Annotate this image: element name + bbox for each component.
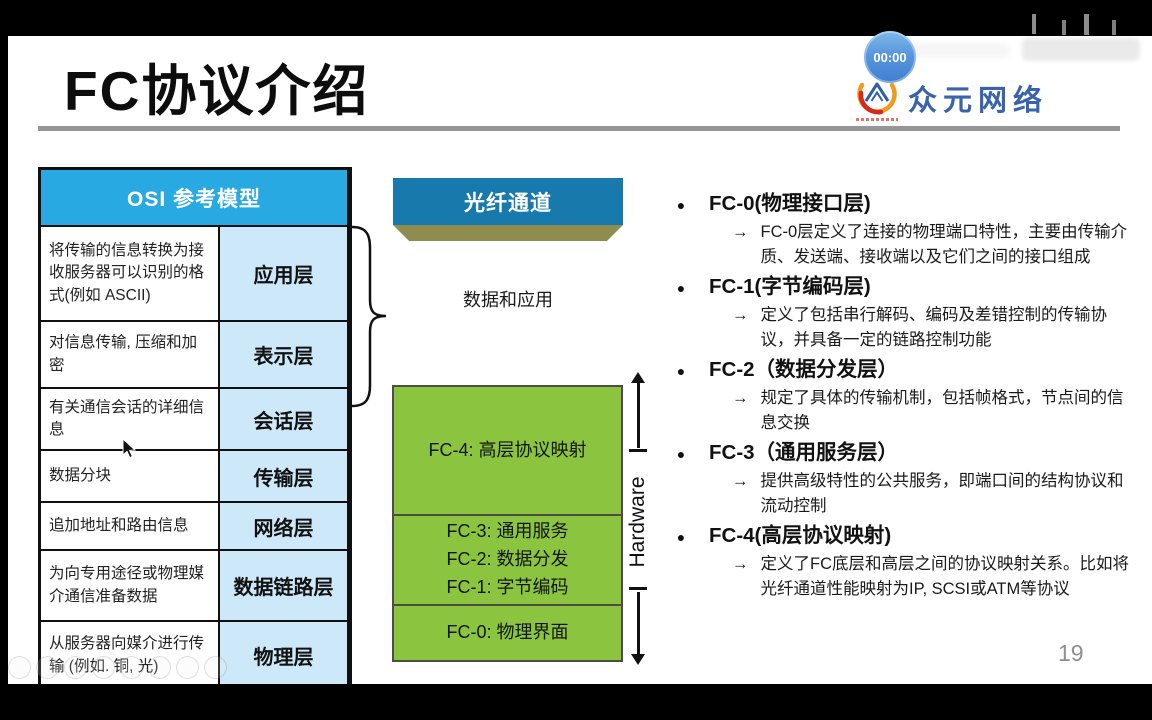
- bullet-detail: FC-0层定义了连接的物理端口特性，主要由传输介质、发送端、接收端以及它们之间的…: [760, 223, 1128, 266]
- fc1-label: FC-1: 字节编码: [446, 576, 569, 597]
- fc-data-label: 数据和应用: [463, 290, 553, 310]
- hardware-arrow-line: [637, 382, 640, 448]
- bullet-icon: ●: [676, 363, 686, 379]
- bullet-item: ● FC-4(高层协议映射) → 定义了FC底层和高层之间的协议映射关系。比如将光纤…: [668, 522, 1146, 602]
- company-logo-name: 众元网络: [908, 85, 1049, 117]
- fc3-label: FC-3: 通用服务: [446, 521, 569, 542]
- osi-row-layer: 表示层: [220, 322, 347, 387]
- osi-row-layer: 数据链路层: [220, 551, 347, 620]
- hardware-arrow-line: [637, 592, 640, 654]
- fc-column-header: 光纤通道: [393, 178, 623, 225]
- osi-row-desc: 有关通信会话的详细信息: [41, 389, 218, 449]
- bullet-item: ● FC-1(字节编码层) → 定义了包括串行解码、编码及差错控制的传输协议，并具备…: [668, 273, 1146, 353]
- fc-layer-bullet-list: ● FC-0(物理接口层) → FC-0层定义了连接的物理端口特性，主要由传输介质、…: [668, 190, 1146, 605]
- letterbox-bottom-bar: [0, 684, 1152, 720]
- fc4-label: FC-4: 高层协议映射: [428, 439, 587, 460]
- osi-row-desc: 为向专用途径或物理媒介通信准备数据: [41, 551, 218, 620]
- osi-row-layer: 物理层: [220, 622, 347, 689]
- bullet-item: ● FC-3（通用服务层） → 提供高级特性的公共服务，即端口间的结构协议和流动控制: [668, 439, 1146, 519]
- bullet-detail: 规定了具体的传输机制，包括帧格式，节点间的信息交换: [760, 389, 1124, 432]
- watermark-mark: [1062, 20, 1066, 35]
- title-underline: [38, 126, 1120, 131]
- bullet-detail: 定义了FC底层和高层之间的协议映射关系。比如将光纤通道性能映射为IP, SCSI…: [760, 555, 1130, 598]
- arrow-up-icon: [631, 372, 645, 383]
- arrow-right-icon: →: [732, 472, 749, 490]
- arrow-right-icon: →: [732, 555, 749, 573]
- page-title: FC协议介绍: [64, 60, 370, 122]
- annotation-tool-button[interactable]: [120, 656, 143, 679]
- fc0-label: FC-0: 物理界面: [446, 622, 569, 643]
- timer-badge: 00:00: [864, 31, 916, 83]
- bullet-icon: ●: [676, 197, 686, 213]
- mouse-cursor: [122, 437, 138, 465]
- bullet-icon: ●: [676, 280, 686, 296]
- fc0-layer-box: FC-0: 物理界面: [392, 604, 623, 662]
- bullet-detail: 定义了包括串行解码、编码及差错控制的传输协议，并具备一定的链路控制功能: [760, 306, 1108, 349]
- watermark-mark: [1032, 14, 1036, 34]
- annotation-tool-button[interactable]: [204, 656, 227, 679]
- arrow-right-icon: →: [732, 306, 749, 324]
- hardware-tick: [629, 449, 647, 452]
- logo-subtext: [856, 118, 898, 121]
- osi-row-layer: 网络层: [220, 503, 347, 549]
- bullet-item: ● FC-2（数据分发层） → 规定了具体的传输机制，包括帧格式，节点间的信息交换: [668, 356, 1146, 436]
- fc2-label: FC-2: 数据分发: [446, 549, 569, 570]
- bullet-detail: 提供高级特性的公共服务，即端口间的结构协议和流动控制: [760, 472, 1124, 515]
- fc4-layer-box: FC-4: 高层协议映射: [392, 385, 623, 516]
- bullet-icon: ●: [676, 446, 686, 462]
- bullet-item: ● FC-0(物理接口层) → FC-0层定义了连接的物理端口特性，主要由传输介质、…: [668, 190, 1146, 270]
- annotation-toolbar: [8, 656, 227, 679]
- osi-row-desc: 追加地址和路由信息: [41, 503, 218, 549]
- watermark-ghost: [905, 43, 1010, 58]
- bullet-heading: FC-3（通用服务层）: [709, 441, 899, 464]
- arrow-down-icon: [631, 654, 645, 665]
- bullet-heading: FC-0(物理接口层): [709, 192, 871, 215]
- annotation-tool-button[interactable]: [36, 656, 59, 679]
- arrow-right-icon: →: [732, 223, 749, 241]
- osi-table-header: OSI 参考模型: [41, 170, 347, 225]
- hardware-tick: [629, 587, 647, 590]
- osi-row-layer: 会话层: [220, 389, 347, 449]
- annotation-tool-button[interactable]: [64, 656, 87, 679]
- bullet-heading: FC-1(字节编码层): [709, 275, 871, 298]
- annotation-tool-button[interactable]: [148, 656, 171, 679]
- osi-row-layer: 传输层: [220, 451, 347, 501]
- watermark-mark: [1084, 14, 1089, 35]
- annotation-tool-button[interactable]: [8, 656, 31, 679]
- bullet-heading: FC-4(高层协议映射): [709, 524, 892, 547]
- fc123-layer-box: FC-3: 通用服务 FC-2: 数据分发 FC-1: 字节编码: [392, 514, 623, 606]
- watermark-ghost: [1022, 38, 1140, 61]
- annotation-tool-button[interactable]: [92, 656, 115, 679]
- letterbox-left-edge: [0, 0, 8, 720]
- fc-header-shadow: [393, 225, 623, 241]
- letterbox-top-bar: [0, 0, 1152, 36]
- page-number: 19: [1058, 640, 1084, 666]
- osi-row-desc: 将传输的信息转换为接收服务器可以识别的格式(例如 ASCII): [41, 227, 218, 320]
- osi-row-desc: 对信息传输, 压缩和加密: [41, 322, 218, 387]
- company-logo-icon: [855, 73, 899, 117]
- arrow-right-icon: →: [732, 389, 749, 407]
- bullet-heading: FC-2（数据分发层）: [709, 358, 899, 381]
- osi-row-layer: 应用层: [220, 227, 347, 320]
- watermark-mark: [1112, 20, 1116, 35]
- bullet-icon: ●: [676, 529, 686, 545]
- osi-row-desc: 数据分块: [41, 451, 218, 501]
- grouping-brace: [344, 224, 392, 409]
- osi-model-table: OSI 参考模型 将传输的信息转换为接收服务器可以识别的格式(例如 ASCII)…: [38, 167, 352, 692]
- annotation-tool-button[interactable]: [176, 656, 199, 679]
